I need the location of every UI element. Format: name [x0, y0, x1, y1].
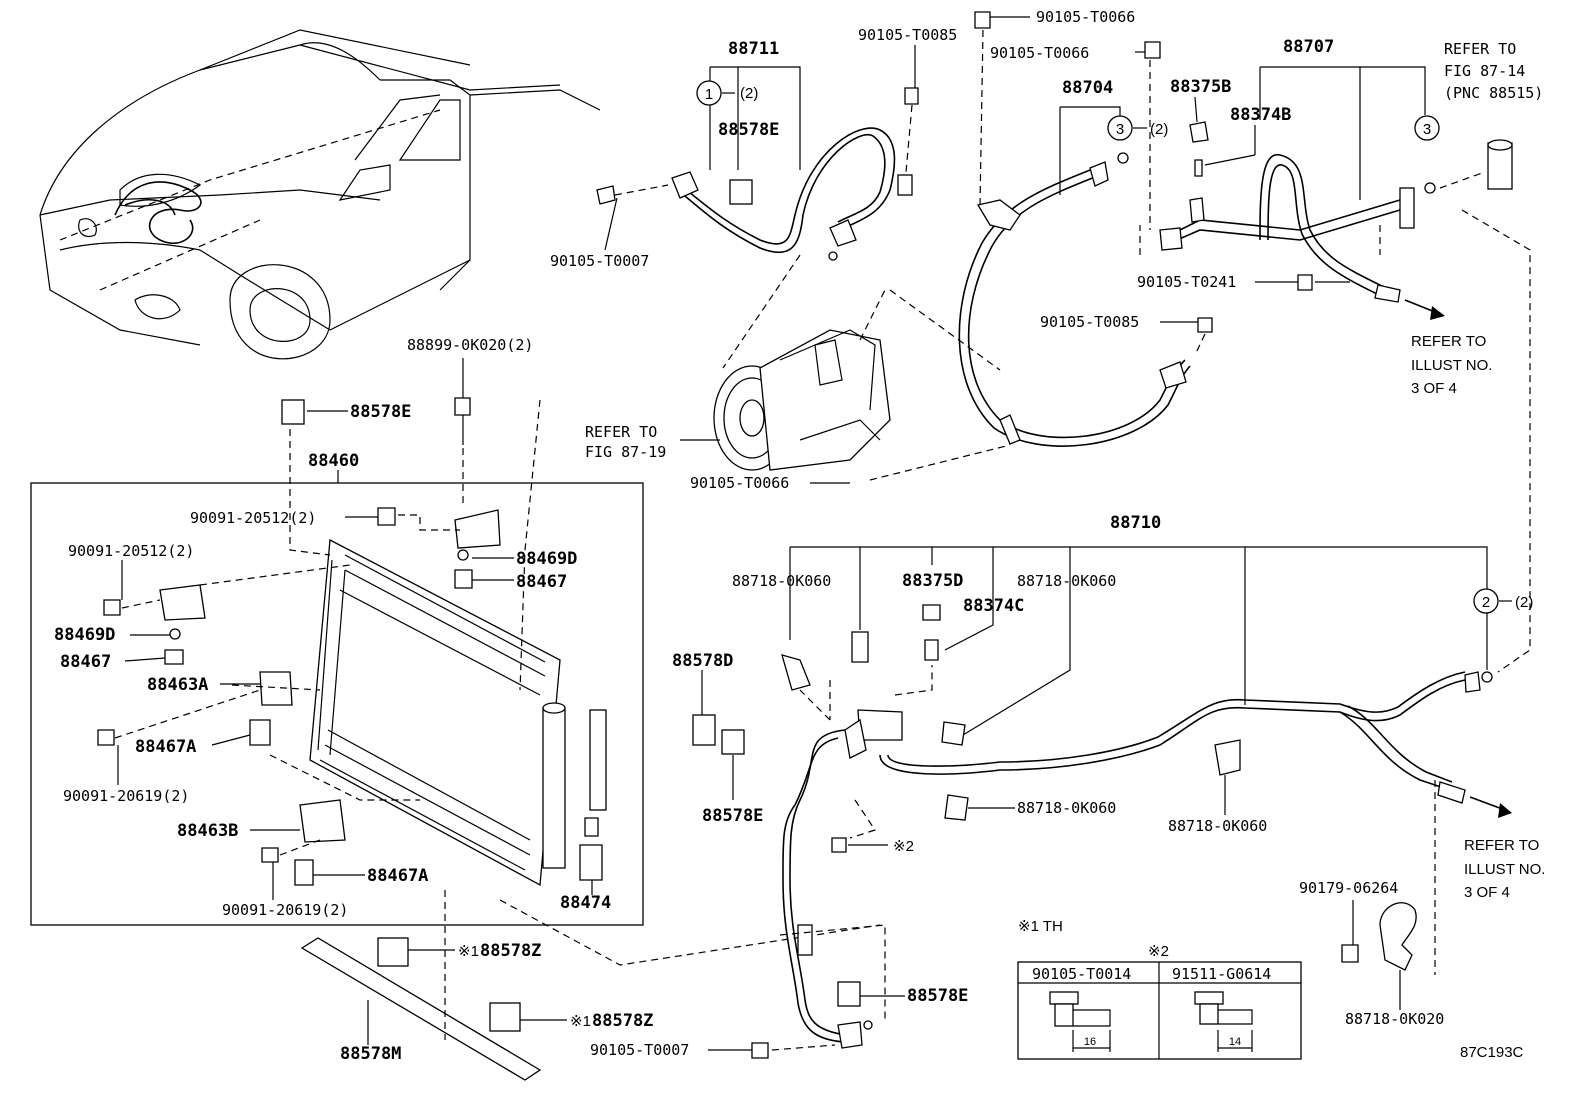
label-88711: 88711 — [728, 39, 779, 59]
label-88718-0K060-a: 88718-0K060 — [732, 572, 831, 590]
label-88710: 88710 — [1110, 513, 1161, 533]
circled-ref-1: 1 (2) — [696, 80, 758, 106]
label-88469D-b: 88469D — [54, 625, 115, 645]
label-refer-illust-2-line2: ILLUST NO. — [1464, 861, 1545, 878]
circled-ref-2-qty: (2) — [1515, 594, 1533, 611]
compressor-illustration — [713, 289, 1011, 481]
label-90091-20512-a: 90091-20512(2) — [190, 509, 316, 527]
label-88578E-top: 88578E — [718, 120, 779, 140]
part-labels: 88711 88578E 90105-T0007 90105-T0085 901… — [54, 8, 1545, 1064]
label-refer-illust-1-line1: REFER TO — [1411, 333, 1486, 350]
label-88460: 88460 — [308, 451, 359, 471]
circled-ref-3a: 3 (2) — [1107, 115, 1168, 141]
table-header-90105-T0014: 90105-T0014 — [1032, 965, 1131, 983]
label-refer-fig-87-19-line2: FIG 87-19 — [585, 443, 666, 461]
label-88899-0K020: 88899-0K020(2) — [407, 336, 533, 354]
label-90105-T0007-top: 90105-T0007 — [550, 252, 649, 270]
label-88578D: 88578D — [672, 651, 733, 671]
label-90105-T0066-c: 90105-T0066 — [690, 474, 789, 492]
label-note-2-ref: ※2 — [893, 838, 914, 855]
label-refer-fig-87-19-line1: REFER TO — [585, 423, 657, 441]
label-refer-illust-1-line2: ILLUST NO. — [1411, 357, 1492, 374]
label-88467A-b: 88467A — [367, 866, 428, 886]
label-88469D-a: 88469D — [516, 549, 577, 569]
label-90179-06264: 90179-06264 — [1299, 879, 1398, 897]
seal-pads-group — [281, 399, 881, 1081]
circled-ref-2: 2 (2) — [1473, 588, 1533, 614]
bolt-spec-table — [1017, 961, 1302, 1060]
label-refer-illust-2-line1: REFER TO — [1464, 837, 1539, 854]
label-mark-1-a: ※1 — [458, 943, 479, 960]
label-88578E-condenser: 88578E — [350, 402, 411, 422]
circled-ref-3b-number: 3 — [1423, 121, 1431, 138]
label-refer-fig-87-14-line1: REFER TO — [1444, 40, 1516, 58]
condenser-88460-group — [30, 397, 644, 926]
label-88467-a: 88467 — [516, 572, 567, 592]
label-88467-b: 88467 — [60, 652, 111, 672]
label-88707: 88707 — [1283, 37, 1334, 57]
circled-ref-2-number: 2 — [1482, 594, 1490, 611]
hose-88704-group — [958, 11, 1213, 447]
label-refer-illust-2-line3: 3 OF 4 — [1464, 884, 1510, 901]
tube-88710-group — [692, 546, 1512, 1059]
leader-lines — [117, 16, 1401, 1051]
label-88375D: 88375D — [902, 571, 963, 591]
label-88467A-a: 88467A — [135, 737, 196, 757]
label-88578E-mid: 88578E — [702, 806, 763, 826]
label-90091-20619-b: 90091-20619(2) — [222, 901, 348, 919]
label-refer-illust-1-line3: 3 OF 4 — [1411, 380, 1457, 397]
vehicle-illustration — [39, 29, 601, 360]
label-88375B: 88375B — [1170, 77, 1231, 97]
label-88578M: 88578M — [340, 1044, 401, 1064]
label-90105-T0007-bottom: 90105-T0007 — [590, 1041, 689, 1059]
label-88474: 88474 — [560, 893, 611, 913]
table-header-91511-G0614: 91511-G0614 — [1172, 965, 1271, 983]
label-88374C: 88374C — [963, 596, 1024, 616]
circled-ref-1-qty: (2) — [740, 85, 758, 102]
label-90105-T0085-mid: 90105-T0085 — [1040, 313, 1139, 331]
label-88463A: 88463A — [147, 675, 208, 695]
dimension-16: 16 — [1084, 1036, 1096, 1048]
label-mark-1-b: ※1 — [570, 1013, 591, 1030]
label-88718-0K020: 88718-0K020 — [1345, 1010, 1444, 1028]
label-note-2-heading: ※2 — [1148, 943, 1169, 960]
label-88704: 88704 — [1062, 78, 1113, 98]
label-90105-T0085-top: 90105-T0085 — [858, 26, 957, 44]
label-88463B: 88463B — [177, 821, 238, 841]
diagram-code: 87C193C — [1460, 1044, 1524, 1061]
dimension-14: 14 — [1229, 1036, 1241, 1048]
label-88718-0K060-c: 88718-0K060 — [1017, 799, 1116, 817]
circled-ref-1-number: 1 — [705, 86, 713, 103]
label-90091-20619-a: 90091-20619(2) — [63, 787, 189, 805]
label-90105-T0066-a: 90105-T0066 — [1036, 8, 1135, 26]
label-88718-0K060-b: 88718-0K060 — [1017, 572, 1116, 590]
label-88718-0K060-d: 88718-0K060 — [1168, 817, 1267, 835]
tube-88707-group — [1139, 66, 1531, 673]
circled-ref-3b: 3 — [1414, 115, 1440, 141]
label-refer-fig-87-14-line3: (PNC 88515) — [1444, 84, 1543, 102]
hose-88711-group — [596, 66, 919, 369]
label-note-1-th: ※1 TH — [1018, 918, 1063, 935]
label-88578Z-a: 88578Z — [480, 941, 541, 961]
label-90105-T0066-b: 90105-T0066 — [990, 44, 1089, 62]
label-90091-20512-b: 90091-20512(2) — [68, 542, 194, 560]
label-88578E-bottom: 88578E — [907, 986, 968, 1006]
label-88374B: 88374B — [1230, 105, 1291, 125]
label-refer-fig-87-14-line2: FIG 87-14 — [1444, 62, 1525, 80]
circled-ref-3a-number: 3 — [1116, 121, 1124, 138]
label-90105-T0241: 90105-T0241 — [1137, 273, 1236, 291]
label-88578Z-b: 88578Z — [592, 1011, 653, 1031]
circled-ref-3a-qty: (2) — [1150, 121, 1168, 138]
